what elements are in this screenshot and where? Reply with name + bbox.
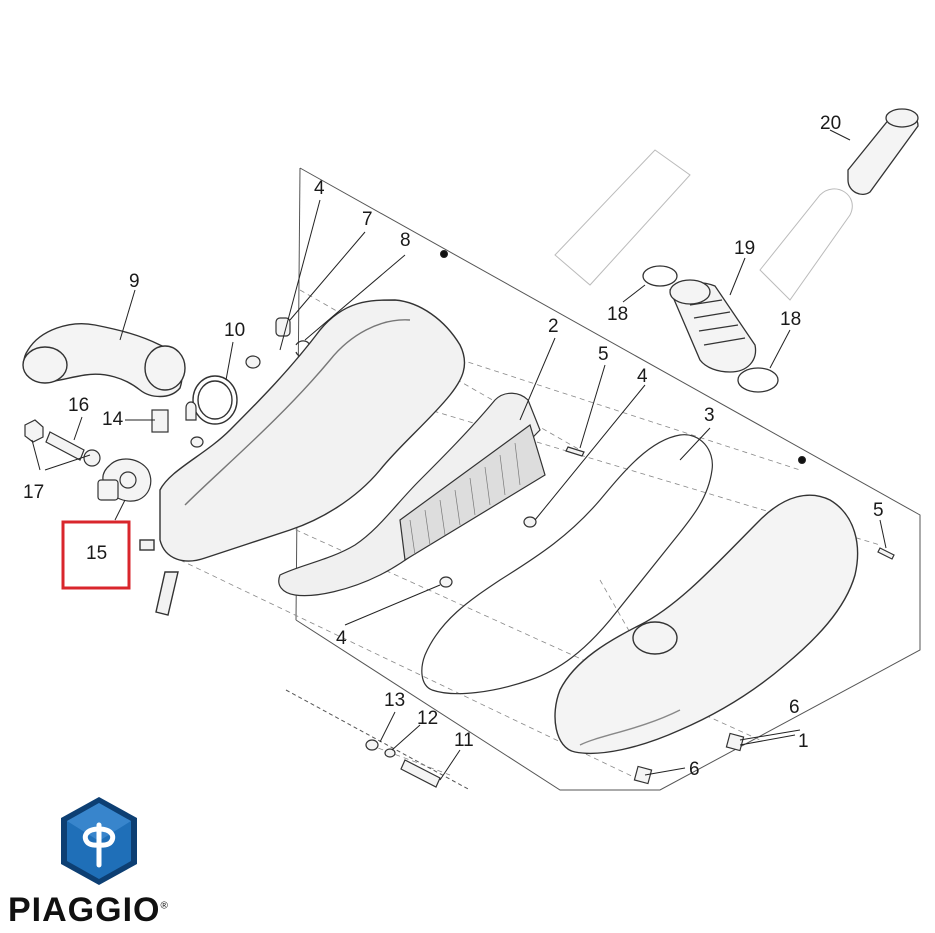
callout-13: 13 <box>384 690 405 711</box>
callout-4-bottom: 4 <box>336 628 347 649</box>
callout-5-right: 5 <box>873 500 884 521</box>
callout-17: 17 <box>23 482 44 503</box>
leader-lines <box>31 129 887 781</box>
housing-cover-part <box>554 494 859 755</box>
callout-1: 1 <box>798 731 809 752</box>
callout-9: 9 <box>129 271 140 292</box>
callout-18-left: 18 <box>607 304 628 325</box>
callout-3: 3 <box>704 405 715 426</box>
brand-name: PIAGGIO <box>8 891 161 929</box>
filter-tube-part <box>847 108 919 195</box>
callout-19: 19 <box>734 238 755 259</box>
callout-18-right: 18 <box>780 309 801 330</box>
callout-14: 14 <box>102 409 124 430</box>
small-fittings <box>185 317 311 448</box>
bellows-part <box>669 279 757 373</box>
callout-6-lower: 6 <box>689 759 700 780</box>
callout-7: 7 <box>362 209 373 230</box>
registered-mark: ® <box>160 900 169 912</box>
intake-duct-part <box>22 323 186 398</box>
bellows-clamps <box>642 265 779 393</box>
callout-16: 16 <box>68 395 89 416</box>
callout-20: 20 <box>820 113 841 134</box>
callout-2: 2 <box>548 316 559 337</box>
filter-element-part <box>278 392 546 597</box>
highlight-box <box>61 520 131 590</box>
callout-labels: 1 2 3 4 4 4 5 5 6 6 7 8 9 10 11 12 13 14… <box>23 113 884 780</box>
brand-wordmark: PIAGGIO® <box>8 893 169 927</box>
hose-clamp-part <box>192 375 238 425</box>
callout-12: 12 <box>417 708 438 729</box>
callout-8: 8 <box>400 230 411 251</box>
callout-11: 11 <box>454 730 474 751</box>
callout-6-upper: 6 <box>789 697 800 718</box>
gasket-part <box>421 434 713 695</box>
filter-housing-inner <box>139 299 466 616</box>
clip-part <box>151 409 169 433</box>
callout-5-left: 5 <box>598 344 609 365</box>
pin-and-washers <box>365 739 441 788</box>
ghost-parts <box>554 149 853 301</box>
screws <box>565 446 895 785</box>
callout-10: 10 <box>224 320 245 341</box>
sensor-valve-part <box>97 458 152 502</box>
callout-4-top: 4 <box>314 178 325 199</box>
callout-15: 15 <box>86 543 107 564</box>
bolt-and-nuts <box>24 419 101 467</box>
piaggio-logo-icon <box>61 797 137 885</box>
callout-4-right: 4 <box>637 366 648 387</box>
